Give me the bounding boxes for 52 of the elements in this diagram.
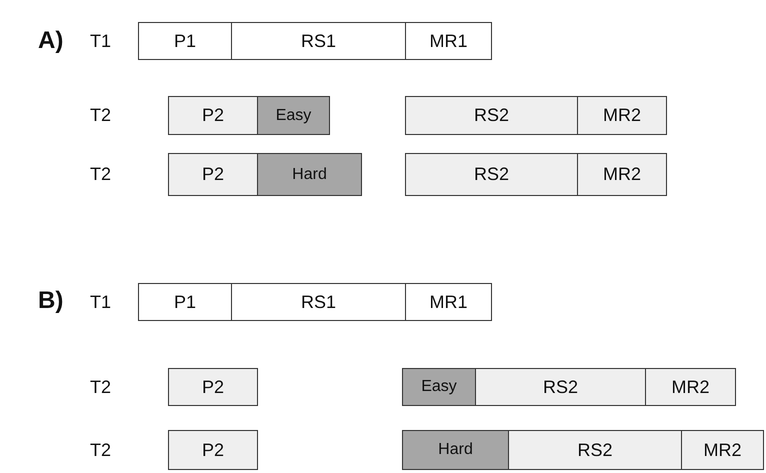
segment-label: RS2 — [474, 164, 509, 185]
segment-label: Hard — [292, 166, 327, 184]
segment-label: P2 — [202, 440, 224, 460]
timeline-segment — [231, 283, 406, 321]
timeline-segment — [168, 368, 258, 406]
segment-label: P2 — [202, 376, 224, 398]
timeline-segment — [257, 96, 330, 135]
timeline-segment — [577, 153, 667, 196]
segment-label: P1 — [174, 30, 196, 52]
timeline-segment — [405, 96, 578, 135]
segment-label: RS2 — [577, 440, 612, 460]
timeline-segment — [231, 22, 406, 60]
timeline-segment — [138, 283, 232, 321]
timeline-segment — [405, 153, 578, 196]
timeline-segment — [405, 22, 492, 60]
segment-label: RS2 — [542, 376, 578, 398]
segment-label: P2 — [202, 105, 224, 126]
timeline-segment — [405, 283, 492, 321]
timeline-segment — [402, 430, 509, 470]
timeline-segment — [168, 153, 258, 196]
row-label: T1 — [90, 32, 112, 50]
segment-label: RS1 — [300, 292, 336, 312]
timeline-segment — [508, 430, 682, 470]
timeline-segment — [168, 96, 258, 135]
timeline-segment — [645, 368, 736, 406]
segment-label: MR1 — [429, 292, 468, 312]
segment-label: MR2 — [703, 440, 742, 460]
panel-label: B) — [38, 289, 64, 313]
segment-label: MR2 — [602, 164, 641, 185]
timeline-segment — [681, 430, 764, 470]
segment-label: RS1 — [300, 30, 336, 52]
panel-label: A) — [38, 29, 64, 53]
segment-label: MR2 — [602, 105, 641, 126]
segment-label: P1 — [174, 292, 196, 312]
row-label: T2 — [90, 441, 112, 459]
row-label: T2 — [90, 378, 112, 396]
row-label: T2 — [90, 106, 112, 124]
timeline-segment — [168, 430, 258, 470]
timeline-segment — [577, 96, 667, 135]
row-label: T2 — [90, 165, 112, 183]
segment-label: P2 — [202, 164, 224, 185]
timeline-segment — [475, 368, 646, 406]
timeline-segment — [257, 153, 362, 196]
segment-label: Hard — [438, 441, 473, 459]
segment-label: MR2 — [671, 376, 710, 398]
segment-label: MR1 — [429, 30, 468, 52]
segment-label: RS2 — [474, 105, 509, 126]
segment-label: Easy — [421, 378, 457, 396]
timeline-segment — [138, 22, 232, 60]
row-label: T1 — [90, 293, 112, 311]
timeline-segment — [402, 368, 476, 406]
segment-label: Easy — [276, 106, 312, 124]
